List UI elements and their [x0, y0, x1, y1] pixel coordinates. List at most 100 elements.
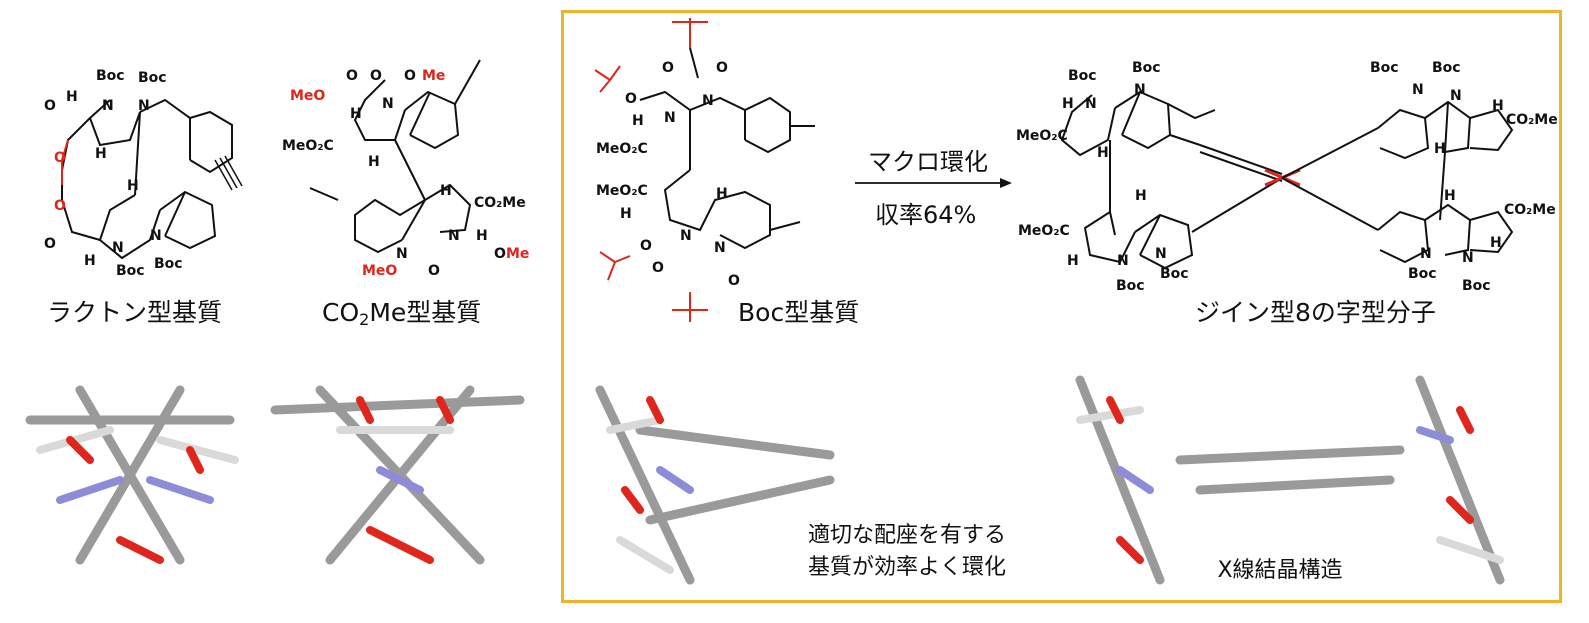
co2me-o-5: O	[428, 263, 440, 279]
boc-substrate-3d-model	[595, 385, 835, 585]
boc-sub-o-5: O	[652, 260, 664, 276]
boc-sub-o-3: O	[625, 91, 637, 107]
lactone-o-4: O	[44, 236, 56, 252]
product-boc-7: Boc	[1408, 266, 1437, 282]
boc-sub-n-2: N	[664, 110, 676, 126]
product-h-5: H	[1135, 188, 1147, 204]
lactone-n-2: N	[138, 98, 150, 114]
co2me-o-3: O	[404, 68, 416, 84]
product-h-8: H	[1067, 253, 1079, 269]
lactone-h-3: H	[127, 178, 139, 194]
co2me-me-red-top: Me	[422, 68, 445, 84]
product-co2me-1: CO₂Me	[1506, 112, 1558, 128]
product-h-4: H	[1434, 141, 1446, 157]
lactone-3d-model	[25, 385, 239, 565]
highlight-frame	[561, 10, 1562, 603]
product-h-7: H	[1490, 235, 1502, 251]
conformation-note-line1: 適切な配座を有する	[807, 523, 1006, 548]
co2me-h-1: H	[350, 106, 362, 122]
product-n-6: N	[1155, 246, 1167, 262]
boc-sub-o-2: O	[716, 60, 728, 76]
boc-sub-o-1: O	[662, 60, 674, 76]
product-h-6: H	[1444, 188, 1456, 204]
co2me-n-3: N	[396, 246, 408, 262]
product-boc-6: Boc	[1160, 266, 1189, 282]
product-structure	[1060, 90, 1514, 270]
lactone-boc-bottom-1: Boc	[116, 263, 145, 279]
product-n-3: N	[1412, 82, 1424, 98]
product-h-1: H	[1062, 96, 1074, 112]
product-h-2: H	[1492, 98, 1504, 114]
co2me-o-1: O	[346, 68, 358, 84]
product-meo2c-1: MeO₂C	[1016, 128, 1068, 144]
reaction-yield: 収率64%	[875, 201, 977, 229]
co2me-h-4: H	[476, 228, 488, 244]
boc-sub-o-6: O	[728, 273, 740, 289]
product-meo2c-2: MeO₂C	[1018, 223, 1070, 239]
co2me-meo-red: MeO	[290, 88, 325, 104]
product-boc-2: Boc	[1132, 60, 1161, 76]
lactone-o-3: O	[54, 198, 66, 214]
co2me-h-3: H	[440, 183, 452, 199]
co2me-meo-red-bottom: MeO	[362, 263, 397, 279]
co2me-3d-model	[270, 385, 525, 565]
boc-sub-n-1: N	[702, 93, 714, 109]
product-boc-3: Boc	[1370, 60, 1399, 76]
lactone-n-3: N	[112, 240, 124, 256]
co2me-o-2: O	[370, 68, 382, 84]
boc-sub-meo2c-1: MeO₂C	[596, 141, 648, 157]
boc-sub-o-4: O	[640, 238, 652, 254]
boc-sub-n-3: N	[680, 228, 692, 244]
boc-sub-n-4: N	[714, 240, 726, 256]
co2me-meo2c-1: MeO₂C	[282, 138, 334, 154]
lactone-substrate-label: ラクトン型基質	[47, 298, 223, 327]
boc-sub-meo2c-2: MeO₂C	[596, 183, 648, 199]
lactone-n-1: N	[102, 98, 114, 114]
xray-3d-model	[1075, 375, 1505, 585]
co2me-me-red-right: Me	[506, 246, 529, 262]
product-label: ジイン型8の字型分子	[1195, 298, 1436, 327]
lactone-boc-bottom-2: Boc	[154, 256, 183, 272]
product-n-5: N	[1117, 253, 1129, 269]
product-boc-1: Boc	[1068, 68, 1097, 84]
xray-structure-label: X線結晶構造	[1217, 558, 1343, 583]
product-boc-8: Boc	[1462, 278, 1491, 294]
boc-substrate-label: Boc型基質	[738, 298, 860, 327]
product-n-1: N	[1085, 96, 1097, 112]
lactone-h-4: H	[84, 253, 96, 269]
co2me-o-4: O	[494, 246, 506, 262]
boc-sub-h-3: H	[620, 206, 632, 222]
product-n-8: N	[1462, 250, 1474, 266]
lactone-n-4: N	[150, 228, 162, 244]
product-co2me-2: CO₂Me	[1504, 202, 1556, 218]
lactone-h-1: H	[66, 89, 78, 105]
co2me-label-subscript: 2	[359, 310, 370, 329]
boc-sub-h-2: H	[716, 186, 728, 202]
co2me-n-2: N	[448, 228, 460, 244]
lactone-boc-top-1: Boc	[96, 68, 125, 84]
product-h-3: H	[1097, 145, 1109, 161]
conformation-note: 適切な配座を有する 基質が効率よく環化	[772, 520, 1042, 584]
lactone-boc-top-2: Boc	[138, 70, 167, 86]
co2me-substrate-label: CO2Me型基質	[322, 293, 481, 329]
product-boc-4: Boc	[1432, 60, 1461, 76]
co2me-structure	[309, 59, 481, 254]
co2me-h-2: H	[368, 154, 380, 170]
boc-sub-h-1: H	[632, 113, 644, 129]
product-n-7: N	[1420, 246, 1432, 262]
lactone-o-1: O	[44, 98, 56, 114]
reaction-condition: マクロ環化	[868, 148, 988, 176]
co2me-label-prefix: CO	[322, 298, 360, 327]
co2me-co2me-1: CO₂Me	[474, 195, 526, 211]
lactone-structure	[61, 98, 243, 260]
product-boc-5: Boc	[1116, 278, 1145, 294]
product-n-4: N	[1450, 88, 1462, 104]
co2me-label-suffix: Me型基質	[369, 298, 482, 327]
product-n-2: N	[1134, 82, 1146, 98]
co2me-n-1: N	[382, 96, 394, 112]
boc-substrate-structure	[594, 18, 815, 322]
reaction-arrow	[855, 178, 1012, 188]
lactone-o-2: O	[54, 150, 66, 166]
lactone-h-2: H	[95, 146, 107, 162]
